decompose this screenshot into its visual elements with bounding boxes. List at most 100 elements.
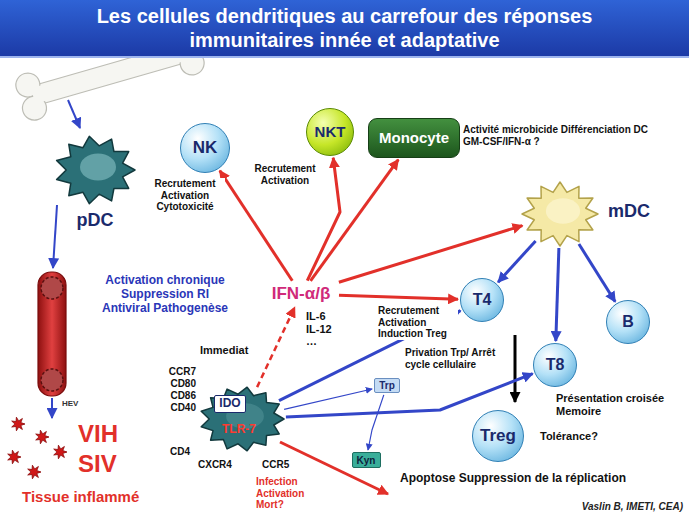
ido-box: IDO xyxy=(214,395,246,413)
connector xyxy=(257,307,295,387)
label-holder: Infection Activation Mort? xyxy=(256,476,316,511)
title: Les cellules dendritiques au carrefour d… xyxy=(45,4,645,52)
virus-particle xyxy=(36,430,49,444)
node-text: NKT xyxy=(315,124,346,141)
label-holder: IL-6 IL-12 … xyxy=(306,310,340,348)
kyn-box: Kyn xyxy=(352,452,381,468)
connector xyxy=(556,248,559,341)
note-label: Recrutement Activation Cytotoxicité xyxy=(145,178,225,213)
caption: Vaslin B, IMETI, CEA) xyxy=(582,501,683,513)
caption-holder: Vaslin B, IMETI, CEA) xyxy=(582,501,683,513)
note-label: Tolérance? xyxy=(540,430,598,443)
node-text: Trp xyxy=(379,380,395,391)
node-text: T4 xyxy=(473,291,492,309)
label-holder: CXCR4 xyxy=(198,459,232,471)
connector xyxy=(311,160,399,281)
virus-particle xyxy=(54,445,67,459)
t8-cell: T8 xyxy=(533,343,577,387)
virus-particle xyxy=(12,417,25,431)
label-holder: Privation Trp/ Arrêt cycle cellulaire xyxy=(405,347,509,370)
label-holder: Présentation croisée Memoire xyxy=(556,392,680,417)
interferon-hub: IFN-α/β xyxy=(265,283,337,306)
connector xyxy=(339,295,458,299)
b-cell: B xyxy=(606,300,650,344)
label-holder: Activation chronique Suppression RI Anti… xyxy=(97,274,233,315)
connector xyxy=(579,244,615,302)
connector xyxy=(339,226,523,283)
node-text: IDO xyxy=(219,397,240,410)
node-text: IFN-α/β xyxy=(272,285,331,304)
note-label: Apoptose Suppression de la réplication xyxy=(400,472,626,486)
node-text: Kyn xyxy=(357,455,376,466)
connector xyxy=(368,395,384,450)
note-label: Recrutement Activation xyxy=(249,163,321,186)
note-label: HEV xyxy=(62,399,78,408)
cell-nucleus xyxy=(80,153,116,180)
label-holder: VIH xyxy=(78,420,118,448)
note-label: CCR7 xyxy=(150,366,196,378)
t4-cell: T4 xyxy=(460,278,504,322)
node-text: Monocyte xyxy=(379,130,449,147)
note-label: Privation Trp/ Arrêt cycle cellulaire xyxy=(405,347,509,370)
node-text: pDC xyxy=(45,211,145,231)
note-label: CXCR4 xyxy=(198,459,232,471)
note-label: Recrutement Activation Induction Treg xyxy=(378,305,458,340)
migration-arrow xyxy=(68,100,80,128)
label-holder: HEV xyxy=(62,399,78,408)
note-label: SIV xyxy=(78,450,117,478)
migration-arrow xyxy=(51,398,53,418)
nk-cell: NK xyxy=(180,123,230,173)
label-holder: Recrutement Activation xyxy=(249,163,321,186)
label-holder: Tissue inflammé xyxy=(22,488,139,505)
label-holder: Activité microbicide Différenciation DC … xyxy=(463,124,655,147)
node-text: Treg xyxy=(480,427,516,446)
nkt-cell: NKT xyxy=(306,108,354,156)
vessel-cell xyxy=(41,369,63,391)
pdc-cell: pDC xyxy=(45,125,145,250)
note-label: Activation chronique Suppression RI Anti… xyxy=(97,274,233,315)
note-label: CCR5 xyxy=(262,459,289,471)
label-holder: Recrutement Activation Induction Treg xyxy=(378,305,458,340)
note-label: CD80 xyxy=(150,378,196,390)
cell-body xyxy=(57,136,135,203)
node-text: mDC xyxy=(608,202,650,222)
virus-particle xyxy=(28,465,41,479)
cell-nucleus xyxy=(546,198,580,224)
cell-outline xyxy=(45,125,145,250)
note-label: Présentation croisée Memoire xyxy=(556,392,680,417)
trp-box: Trp xyxy=(374,378,400,393)
migration-arrow xyxy=(53,205,57,268)
cell-body xyxy=(201,387,284,451)
note-label: Activité microbicide Différenciation DC … xyxy=(463,124,655,147)
title-bar: Les cellules dendritiques au carrefour d… xyxy=(0,0,689,58)
node-text: B xyxy=(622,313,634,331)
note-label: Infection Activation Mort? xyxy=(256,476,316,511)
node-text: NK xyxy=(193,139,218,158)
note-label: Immediat xyxy=(200,344,248,357)
connector xyxy=(220,171,292,281)
blood-vessel xyxy=(38,272,66,396)
tolerance-arrow xyxy=(514,335,517,402)
note-label: VIH xyxy=(78,420,118,448)
infected-pdc-cell: TLR-7IDO xyxy=(198,385,286,453)
label-holder: Tolérance? xyxy=(540,430,598,443)
label-holder: Apoptose Suppression de la réplication xyxy=(400,472,626,486)
connector xyxy=(498,241,535,282)
label-holder: SIV xyxy=(78,450,117,478)
virus-particles xyxy=(8,417,67,479)
note-label: CD4 xyxy=(170,446,190,458)
label-holder: Immediat xyxy=(200,344,248,357)
mdc-cell: mDC xyxy=(520,178,670,250)
cell-body xyxy=(522,182,598,246)
treg-cell: Treg xyxy=(472,410,524,462)
note-label: IL-6 IL-12 … xyxy=(306,310,340,348)
vessel-cell xyxy=(41,277,63,299)
node-text: T8 xyxy=(546,356,565,374)
label-holder: CD40 xyxy=(150,402,196,414)
note-label: Tissue inflammé xyxy=(22,488,139,505)
note-label: CD86 xyxy=(150,390,196,402)
label-holder: CD4 xyxy=(170,446,190,458)
connector xyxy=(284,389,372,409)
virus-particle xyxy=(8,450,21,464)
